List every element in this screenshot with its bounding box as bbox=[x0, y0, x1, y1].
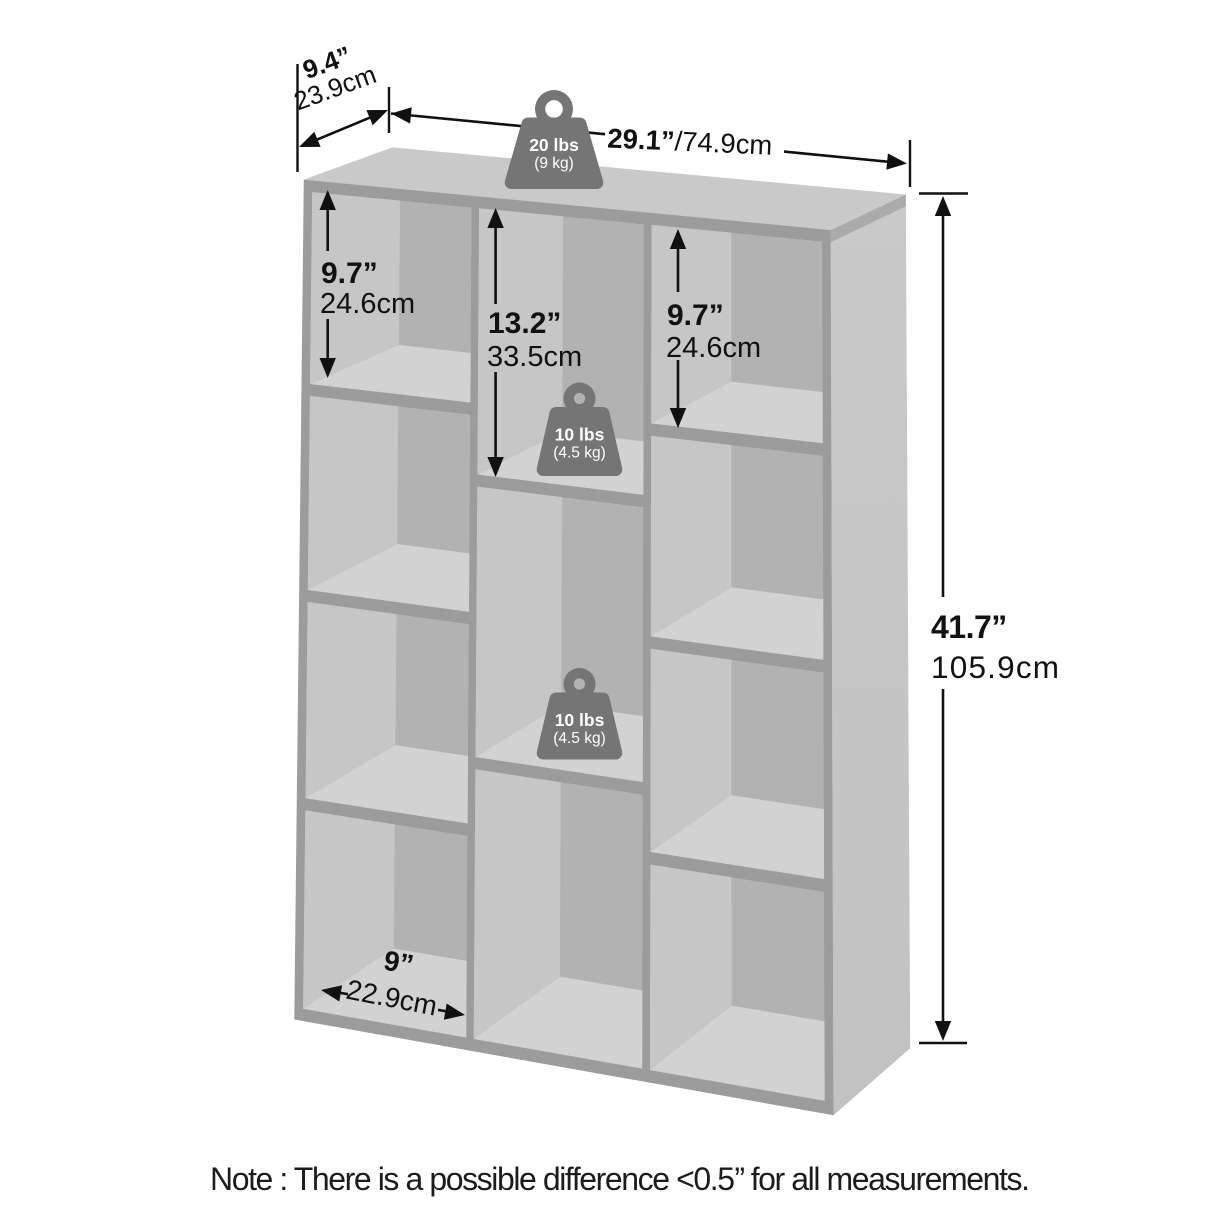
svg-text:Note : There is a possible dif: Note : There is a possible difference <0… bbox=[210, 1161, 1030, 1197]
svg-text:33.5cm: 33.5cm bbox=[487, 341, 582, 373]
svg-text:(9 kg): (9 kg) bbox=[534, 155, 574, 172]
svg-text:13.2”: 13.2” bbox=[488, 307, 561, 340]
svg-text:9”: 9” bbox=[381, 945, 416, 981]
svg-text:105.9cm: 105.9cm bbox=[931, 649, 1060, 685]
svg-text:29.1”/74.9cm: 29.1”/74.9cm bbox=[607, 123, 773, 161]
svg-text:9.7”: 9.7” bbox=[667, 299, 724, 332]
svg-text:(4.5 kg): (4.5 kg) bbox=[553, 730, 606, 747]
svg-text:10 lbs: 10 lbs bbox=[555, 710, 605, 730]
svg-text:(4.5 kg): (4.5 kg) bbox=[553, 445, 606, 462]
svg-text:10 lbs: 10 lbs bbox=[555, 425, 605, 445]
svg-text:41.7”: 41.7” bbox=[931, 609, 1007, 645]
svg-text:24.6cm: 24.6cm bbox=[320, 288, 415, 320]
svg-text:24.6cm: 24.6cm bbox=[666, 332, 761, 364]
svg-text:20 lbs: 20 lbs bbox=[529, 135, 579, 155]
svg-text:9.7”: 9.7” bbox=[321, 257, 378, 290]
